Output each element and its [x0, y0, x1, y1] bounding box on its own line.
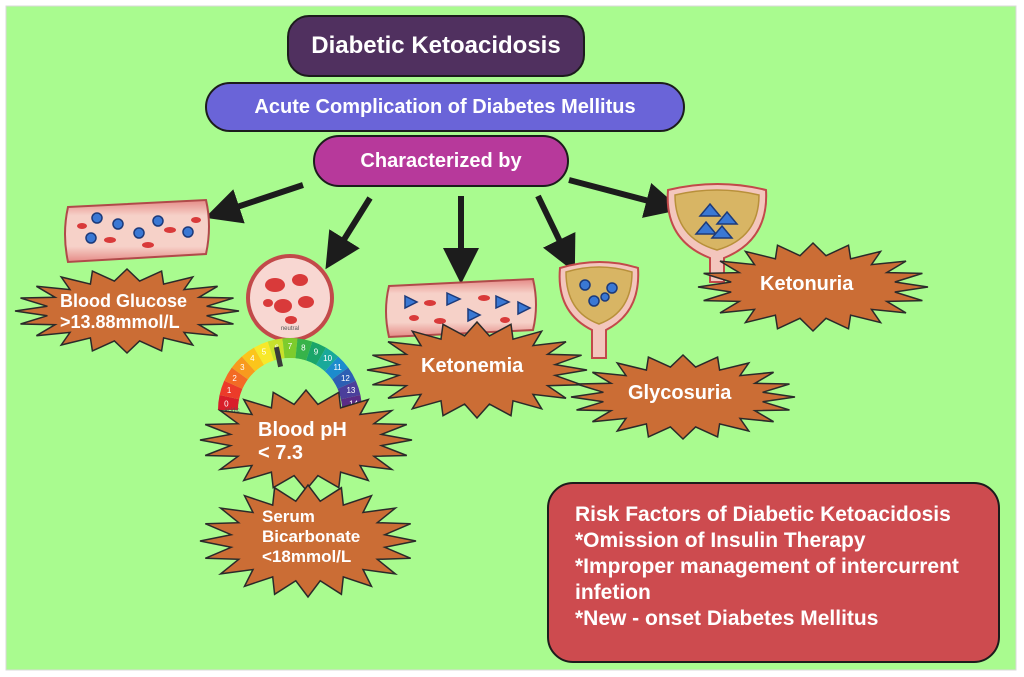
ph-wedge [282, 338, 298, 359]
ph-tick-label: 11 [333, 363, 342, 372]
ph-wedge [306, 341, 326, 365]
ketonemia-label: Ketonemia [421, 355, 524, 377]
ketonuria-label: Ketonuria [760, 273, 854, 295]
arrows [204, 177, 682, 284]
blood-ph-line1: Blood pH [258, 419, 347, 441]
bladder-ketone-illustration [666, 183, 768, 283]
starburst-ketonemia [366, 320, 588, 420]
starburst-ketonuria [697, 241, 929, 333]
ph-tick-label: 1 [227, 386, 232, 395]
arrow-to-glycosuria [535, 194, 576, 273]
starburst-blood-ph [199, 388, 413, 492]
ph-acidic-label: acidic [224, 408, 239, 414]
risk-factors-heading: Risk Factors of Diabetic Ketoacidosis [575, 503, 951, 526]
blood-vessel-glucose-illustration [64, 198, 210, 264]
arrow-to-ketonuria [568, 177, 682, 218]
ph-tick-label: 2 [232, 374, 237, 383]
blood-ph-label: Blood pH < 7.3 [258, 419, 347, 465]
ph-wedge [241, 347, 264, 372]
arrow-to-blood-ph [325, 196, 373, 270]
blood-glucose-line1: Blood Glucose [60, 291, 188, 311]
ph-wedge [332, 367, 356, 389]
blood-glucose-line2: >13.88mmol/L [60, 312, 180, 332]
ph-tick-label: 7 [288, 342, 293, 351]
starburst-serum-bicarbonate [199, 483, 417, 599]
serum-bicarbonate-line1: Serum [262, 507, 315, 526]
ph-neutral-label: neutral [281, 326, 299, 332]
ph-wedge [231, 356, 256, 380]
risk-factor-item: *Improper management of intercurrent [575, 555, 959, 578]
blood-glucose-label: Blood Glucose >13.88mmol/L [60, 291, 187, 333]
ph-tick-label: 4 [250, 354, 255, 363]
bladder-glucose-illustration [558, 261, 640, 359]
ph-wedge [218, 395, 240, 410]
ph-tick-label: 12 [341, 374, 350, 383]
ph-tick-label: 0 [224, 399, 229, 408]
risk-factors-box: Risk Factors of Diabetic Ketoacidosis *O… [547, 482, 1000, 663]
risk-factor-item: *New - onset Diabetes Mellitus [575, 607, 879, 630]
ph-wedge [337, 380, 361, 400]
ph-tick-label: 13 [346, 386, 355, 395]
starburst-blood-glucose [14, 267, 240, 355]
ph-tick-label: 5 [262, 348, 267, 357]
ph-wedge [219, 380, 243, 400]
blood-ph-line2: < 7.3 [258, 442, 304, 464]
risk-factor-item: *Omission of Insulin Therapy [575, 529, 866, 552]
title-box: Diabetic Ketoacidosis [287, 15, 585, 77]
glycosuria-label: Glycosuria [628, 382, 732, 404]
ph-wedge [224, 367, 248, 389]
blood-vessel-ketone-illustration [385, 277, 537, 339]
characterized-by-text: Characterized by [360, 149, 522, 172]
ph-tick-label: 3 [240, 363, 245, 372]
ph-tick-label: 10 [323, 354, 332, 363]
ph-gauge-inner [238, 358, 342, 410]
ph-tick-label: 8 [301, 343, 306, 352]
risk-factor-item: infetion [575, 581, 651, 604]
page-title: Diabetic Ketoacidosis [311, 32, 561, 59]
characterized-by-box: Characterized by [313, 135, 569, 187]
serum-bicarbonate-line3: <18mmol/L [262, 547, 352, 566]
arrow-to-blood-glucose [204, 182, 304, 224]
serum-bicarbonate-label: Serum Bicarbonate <18mmol/L [262, 507, 360, 567]
ph-wedge [316, 347, 339, 372]
subtitle-box: Acute Complication of Diabetes Mellitus [205, 82, 685, 132]
starburst-glycosuria [570, 353, 796, 441]
ph-wedge [254, 341, 274, 365]
serum-bicarbonate-line2: Bicarbonate [262, 527, 361, 546]
subtitle-text: Acute Complication of Diabetes Mellitus [254, 95, 636, 118]
ph-needle [273, 346, 284, 368]
ph-wedge [295, 338, 313, 361]
ph-wedge [324, 356, 349, 380]
ph-tick-label: 9 [314, 348, 319, 357]
